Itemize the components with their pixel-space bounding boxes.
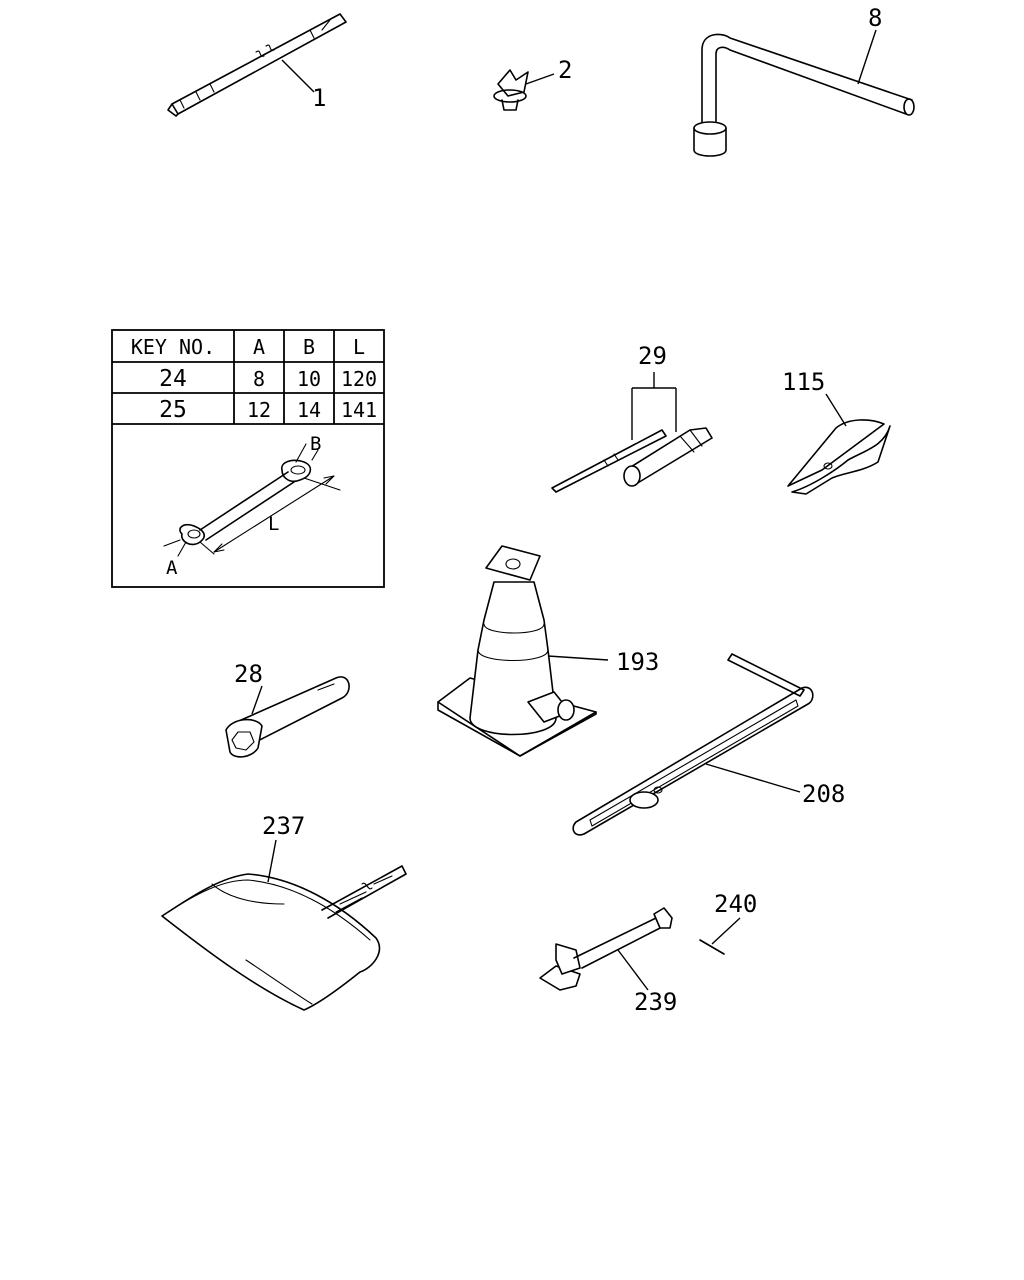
table-cell-key: 24 bbox=[159, 366, 187, 392]
callout-208: 208 bbox=[802, 780, 845, 808]
callout-29: 29 bbox=[638, 342, 667, 370]
part-2-clip bbox=[493, 69, 529, 111]
table-header-b: B bbox=[303, 335, 315, 359]
callout-115: 115 bbox=[782, 368, 825, 396]
dim-label-b: B bbox=[310, 433, 321, 455]
dim-label-a: A bbox=[166, 557, 178, 579]
leader-115 bbox=[825, 393, 847, 427]
part-8-l-wrench bbox=[693, 33, 915, 157]
spec-table bbox=[111, 329, 385, 588]
leader-2 bbox=[525, 73, 555, 85]
leader-29 bbox=[631, 372, 677, 440]
part-208-jack-handle bbox=[572, 653, 814, 836]
leader-1 bbox=[281, 59, 315, 93]
callout-239: 239 bbox=[634, 988, 677, 1016]
part-29-screwdriver bbox=[551, 427, 713, 493]
part-237-tool-bag bbox=[161, 865, 407, 1011]
callout-2: 2 bbox=[558, 56, 572, 84]
leader-28 bbox=[251, 685, 263, 715]
part-239-bracket bbox=[539, 907, 673, 991]
open-end-wrench-illustration bbox=[163, 443, 341, 557]
callout-240: 240 bbox=[714, 890, 757, 918]
part-1-rod-tool bbox=[167, 13, 347, 117]
callout-28: 28 bbox=[234, 660, 263, 688]
leader-8 bbox=[857, 29, 877, 85]
leader-193 bbox=[547, 655, 609, 661]
dim-label-l: L bbox=[268, 513, 279, 535]
table-cell-a: 8 bbox=[253, 367, 265, 391]
table-cell-l: 141 bbox=[341, 398, 377, 422]
table-header-key-no: KEY NO. bbox=[131, 335, 215, 359]
leader-239 bbox=[617, 949, 649, 991]
leader-208 bbox=[705, 763, 801, 793]
callout-237: 237 bbox=[262, 812, 305, 840]
table-cell-b: 14 bbox=[297, 398, 321, 422]
leader-240 bbox=[711, 917, 741, 945]
table-cell-key: 25 bbox=[159, 397, 187, 423]
part-193-bottle-jack bbox=[437, 545, 597, 757]
callout-1: 1 bbox=[312, 84, 326, 112]
part-240-pin bbox=[699, 939, 725, 955]
callout-8: 8 bbox=[868, 4, 882, 32]
part-28-box-wrench bbox=[225, 676, 350, 758]
table-cell-b: 10 bbox=[297, 367, 321, 391]
callout-193: 193 bbox=[616, 648, 659, 676]
table-cell-a: 12 bbox=[247, 398, 271, 422]
table-cell-l: 120 bbox=[341, 367, 377, 391]
part-115-pliers bbox=[787, 419, 891, 495]
leader-237 bbox=[267, 839, 277, 883]
table-header-l: L bbox=[353, 335, 365, 359]
table-header-a: A bbox=[253, 335, 265, 359]
